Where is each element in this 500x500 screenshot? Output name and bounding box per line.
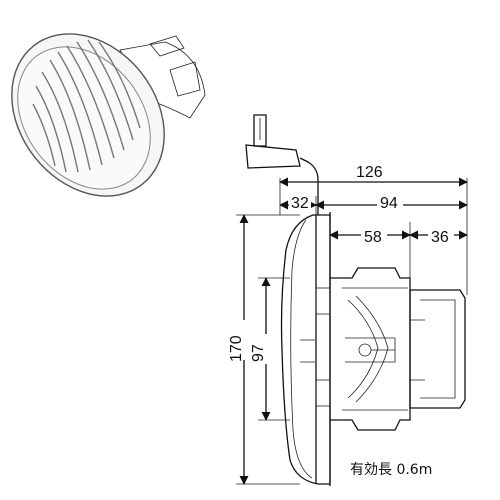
- perspective-view: [11, 33, 206, 197]
- cable-length-note: 有効長 0.6m: [350, 462, 432, 478]
- dim-overall-depth: 126: [356, 164, 383, 181]
- side-view: [245, 114, 466, 486]
- dimension-lines: [236, 177, 468, 485]
- dim-socket-depth: 36: [431, 229, 449, 246]
- dim-height: 170: [228, 335, 245, 362]
- dim-lens-depth: 32: [291, 195, 309, 212]
- lens-fins: [32, 39, 141, 173]
- dim-inner-height: 97: [250, 344, 267, 362]
- dim-housing-depth: 58: [364, 229, 382, 246]
- dim-body-depth: 94: [380, 195, 398, 212]
